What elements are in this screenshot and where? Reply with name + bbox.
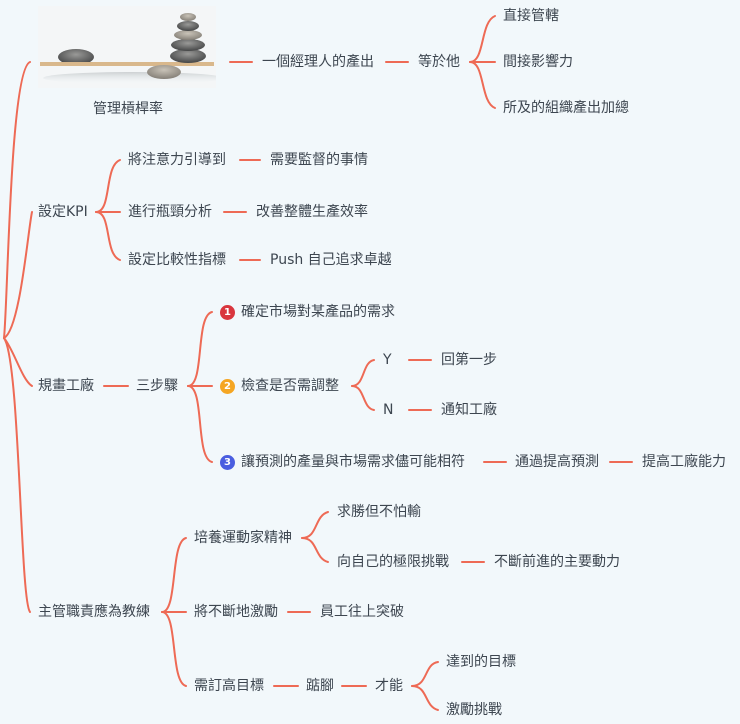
number-2-badge-icon: 2 xyxy=(220,379,235,394)
coach-subitem-child[interactable]: 不斷前進的主要動力 xyxy=(494,554,620,570)
leverage-leaf[interactable]: 所及的組織產出加總 xyxy=(503,100,629,116)
coach-item-grandchild[interactable]: 才能 xyxy=(375,678,403,694)
step-label: 確定市場對某產品的需求 xyxy=(241,304,395,320)
kpi-item-child[interactable]: Push 自己追求卓越 xyxy=(270,252,392,268)
factory-label[interactable]: 規畫工廠 xyxy=(38,378,94,394)
coach-subitem[interactable]: 求勝但不怕輸 xyxy=(337,504,421,520)
coach-subitem[interactable]: 向自己的極限挑戰 xyxy=(337,554,449,570)
coach-item-child[interactable]: 踮腳 xyxy=(306,678,334,694)
factory-step-2[interactable]: 2 檢查是否需調整 xyxy=(220,377,339,395)
leverage-grandchild[interactable]: 等於他 xyxy=(418,54,460,70)
number-3-badge-icon: 3 xyxy=(220,455,235,470)
leverage-leaf[interactable]: 間接影響力 xyxy=(503,54,573,70)
coach-leaf[interactable]: 激勵挑戰 xyxy=(446,702,502,718)
coach-label[interactable]: 主管職責應為教練 xyxy=(38,604,150,620)
factory-step-3[interactable]: 3 讓預測的產量與市場需求儘可能相符 xyxy=(220,453,465,471)
kpi-item[interactable]: 進行瓶頸分析 xyxy=(128,204,212,220)
kpi-item-child[interactable]: 需要監督的事情 xyxy=(270,152,368,168)
option-n-child[interactable]: 通知工廠 xyxy=(441,402,497,418)
coach-item[interactable]: 將不斷地激勵 xyxy=(194,604,278,620)
factory-step-1[interactable]: 1 確定市場對某產品的需求 xyxy=(220,303,395,321)
leverage-label[interactable]: 管理槓桿率 xyxy=(93,101,163,117)
balance-stones-image[interactable] xyxy=(38,6,223,88)
coach-item[interactable]: 培養運動家精神 xyxy=(194,530,292,546)
coach-item-child[interactable]: 員工往上突破 xyxy=(320,604,404,620)
step-3-grandchild[interactable]: 提高工廠能力 xyxy=(642,454,726,470)
option-y[interactable]: Y xyxy=(383,352,392,368)
kpi-item[interactable]: 設定比較性指標 xyxy=(128,252,226,268)
step-3-child[interactable]: 通過提高預測 xyxy=(515,454,599,470)
balance-stones-icon xyxy=(38,6,223,88)
step-label: 讓預測的產量與市場需求儘可能相符 xyxy=(241,454,465,470)
coach-item[interactable]: 需訂高目標 xyxy=(194,678,264,694)
option-y-child[interactable]: 回第一步 xyxy=(441,352,497,368)
kpi-label[interactable]: 設定KPI xyxy=(38,204,88,220)
option-n[interactable]: N xyxy=(383,402,394,418)
number-1-badge-icon: 1 xyxy=(220,305,235,320)
kpi-item-child[interactable]: 改善整體生產效率 xyxy=(256,204,368,220)
step-label: 檢查是否需調整 xyxy=(241,378,339,394)
coach-leaf[interactable]: 達到的目標 xyxy=(446,654,516,670)
kpi-item[interactable]: 將注意力引導到 xyxy=(128,152,226,168)
leverage-child[interactable]: 一個經理人的產出 xyxy=(262,54,374,70)
factory-child[interactable]: 三步驟 xyxy=(136,378,178,394)
leverage-leaf[interactable]: 直接管轄 xyxy=(503,8,559,24)
